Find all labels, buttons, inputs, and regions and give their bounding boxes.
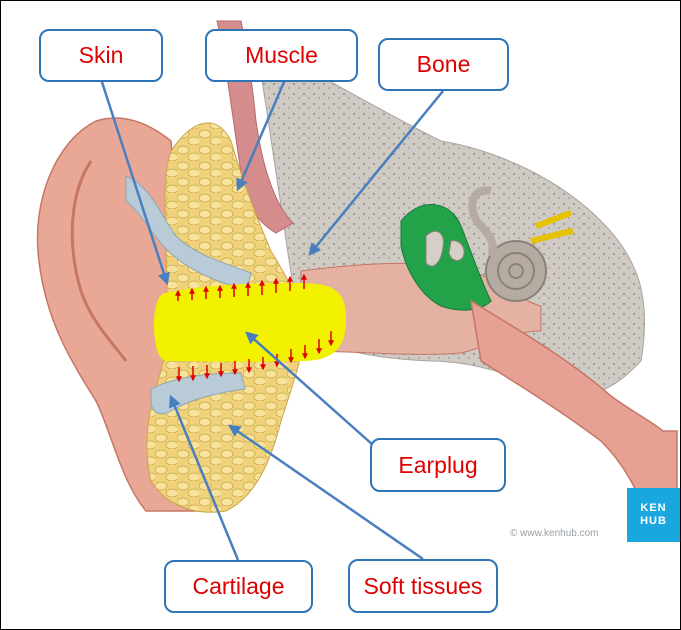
bone-label: Bone bbox=[378, 38, 509, 91]
kenhub-logo: KEN HUB bbox=[627, 488, 680, 542]
copyright-watermark: © www.kenhub.com bbox=[510, 528, 599, 539]
skin-label: Skin bbox=[39, 29, 163, 82]
earplug-label: Earplug bbox=[370, 438, 506, 492]
logo-line-1: KEN bbox=[640, 502, 666, 515]
soft-tissues-label: Soft tissues bbox=[348, 559, 498, 613]
earplug bbox=[154, 283, 346, 362]
muscle-label: Muscle bbox=[205, 29, 358, 82]
logo-line-2: HUB bbox=[640, 515, 667, 528]
cartilage-label: Cartilage bbox=[164, 560, 313, 613]
